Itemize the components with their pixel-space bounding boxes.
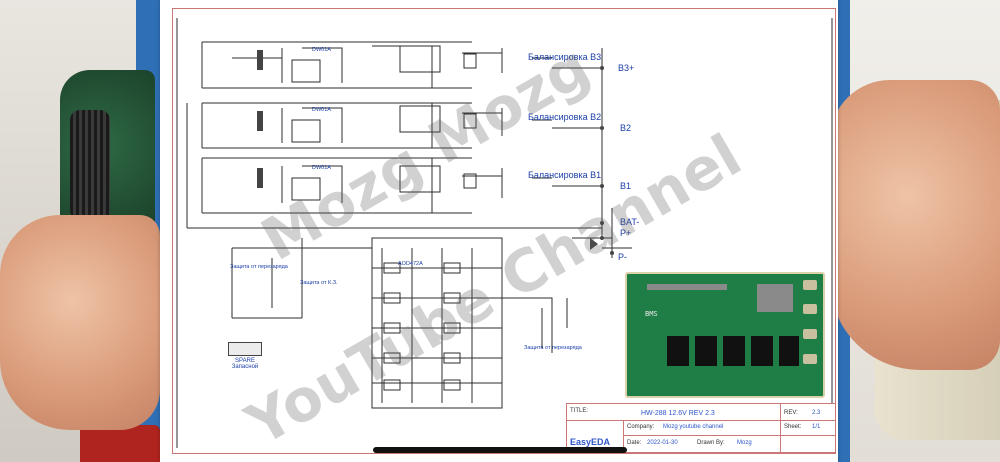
- drawn-label: Drawn By:: [697, 440, 725, 446]
- drawn-value: Mozg: [737, 440, 752, 446]
- chip-label-2: DW01A: [312, 107, 331, 113]
- spare-part: SPARE Запасной: [228, 342, 262, 370]
- chip-label-3: DW01A: [312, 165, 331, 171]
- board-silkscreen: BMS: [645, 310, 658, 318]
- board-mosfet: [751, 336, 773, 366]
- terminal-b3: B3+: [618, 63, 635, 73]
- title-block-rule: [567, 420, 835, 421]
- date-value: 2022-01-30: [647, 440, 678, 446]
- board-mosfet: [667, 336, 689, 366]
- board-mosfet: [779, 336, 799, 366]
- rev-value: 2.3: [812, 410, 821, 416]
- title-label: TITLE:: [570, 408, 589, 414]
- title-block: TITLE: HW-288 12.6V REV 2.3 REV: 2.3 Com…: [566, 403, 836, 453]
- title-block-rule: [623, 420, 624, 452]
- rev-label: REV:: [784, 410, 798, 416]
- balance-label-b1: Балансировка B1: [528, 170, 602, 180]
- board-mosfet: [723, 336, 745, 366]
- note-short-circuit: Защита от К.З.: [300, 280, 338, 286]
- easyeda-logo: EasyEDA: [570, 437, 611, 447]
- sheet-value: 1/1: [812, 424, 821, 430]
- board-components: [647, 284, 727, 290]
- board-pad: [803, 304, 817, 314]
- board-pad: [803, 329, 817, 339]
- terminal-p-minus: P-: [618, 252, 627, 262]
- company-label: Company:: [627, 424, 655, 430]
- balance-label-b2: Балансировка B2: [528, 112, 602, 122]
- chip-label-1: DW01A: [312, 47, 331, 53]
- sheet-border: [172, 8, 836, 454]
- spare-symbol: [228, 342, 262, 356]
- spare-title: SPARE: [235, 358, 255, 364]
- board-mosfet: [695, 336, 717, 366]
- drill-battery: [80, 425, 160, 462]
- terminal-p-plus: P+: [620, 228, 632, 238]
- mosfet-label: AOD472A: [398, 261, 423, 267]
- left-hand: [0, 215, 160, 430]
- note-overcharge-2: Защита от перезаряда: [524, 345, 582, 351]
- title-block-rule: [623, 435, 835, 436]
- board-pad: [803, 354, 817, 364]
- date-label: Date:: [627, 440, 642, 446]
- terminal-b2: B2: [620, 123, 632, 133]
- sheet-label: Sheet:: [784, 424, 802, 430]
- board-pad: [803, 280, 817, 290]
- company-value: Mozg youtube channel: [663, 424, 724, 430]
- right-hand: [830, 80, 1000, 370]
- bms-board-photo: BMS: [625, 272, 825, 398]
- title-block-rule: [780, 404, 781, 452]
- terminal-bat-minus: BAT-: [620, 217, 640, 227]
- note-overcharge-1: Защита от перезаряда: [230, 264, 288, 270]
- title-value: HW-288 12.6V REV 2.3: [641, 410, 715, 417]
- terminal-b1: B1: [620, 181, 632, 191]
- home-indicator[interactable]: [373, 447, 627, 453]
- balance-label-b3: Балансировка B3: [528, 52, 602, 62]
- board-resistors: [757, 284, 793, 312]
- drill-chuck: [70, 110, 110, 220]
- circuit-wiring: [176, 18, 833, 448]
- spare-subtitle: Запасной: [231, 364, 259, 370]
